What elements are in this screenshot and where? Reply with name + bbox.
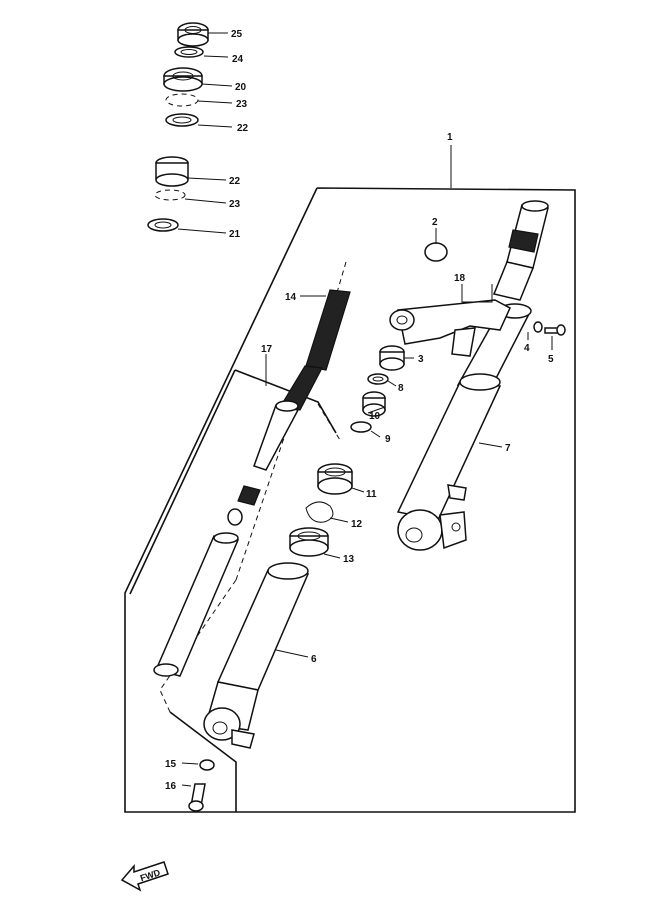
part-13-seal-ring — [289, 527, 329, 557]
label-6: 6 — [311, 654, 317, 665]
part-9-o-ring — [350, 421, 372, 433]
part-4-washer — [533, 321, 543, 333]
leader-lines-top — [177, 32, 233, 234]
fwd-arrow-icon: FWD — [120, 861, 169, 892]
label-4: 4 — [524, 343, 530, 354]
label-20: 20 — [235, 82, 247, 93]
label-9: 9 — [385, 434, 391, 445]
part-labels: 25 24 20 23 22 22 23 21 1 2 18 3 4 5 8 1… — [165, 29, 554, 792]
label-18: 18 — [454, 273, 466, 284]
label-14: 14 — [285, 292, 297, 303]
label-3: 3 — [418, 354, 424, 365]
label-11: 11 — [366, 489, 377, 500]
label-21: 21 — [229, 229, 241, 240]
part-5-bolt — [544, 324, 566, 336]
part-12-clip — [305, 501, 334, 523]
part-23-bearing-upper — [165, 93, 199, 107]
label-7: 7 — [505, 443, 511, 454]
label-23-lower: 23 — [229, 199, 241, 210]
part-11-oil-seal — [317, 463, 353, 495]
label-10: 10 — [369, 411, 381, 422]
label-16: 16 — [165, 781, 177, 792]
label-2: 2 — [432, 217, 438, 228]
part-6-left-outer-tube — [203, 562, 310, 749]
label-22-lower: 22 — [229, 176, 241, 187]
part-20-ball-race-cover — [163, 67, 203, 92]
part-22-race-upper — [165, 113, 199, 127]
part-24-washer — [174, 46, 204, 58]
label-15: 15 — [165, 759, 177, 770]
part-2-cap — [424, 242, 448, 262]
part-3-bushing — [379, 345, 405, 371]
label-5: 5 — [548, 354, 554, 365]
part-16-bolt — [188, 783, 206, 812]
label-8: 8 — [398, 383, 404, 394]
label-25: 25 — [231, 29, 243, 40]
label-1: 1 — [447, 132, 453, 143]
label-13: 13 — [343, 554, 355, 565]
part-25-ring-nut — [177, 22, 209, 47]
label-23-upper: 23 — [236, 99, 248, 110]
part-14-spring — [281, 289, 351, 411]
label-22-upper: 22 — [237, 123, 249, 134]
part-23-bearing-lower — [154, 189, 186, 201]
label-12: 12 — [351, 519, 363, 530]
part-21-dust-seal — [147, 218, 179, 232]
leader-lines-fork — [181, 228, 553, 787]
label-17: 17 — [261, 344, 273, 355]
left-inner-tube — [153, 532, 240, 677]
label-24: 24 — [232, 54, 244, 65]
part-7-right-fork — [396, 200, 549, 551]
part-10-plug — [362, 391, 386, 417]
part-18-bracket — [389, 299, 511, 357]
part-22-race-lower — [155, 156, 189, 187]
part-8-ring — [367, 373, 389, 385]
part-17-damper-rod — [227, 400, 300, 526]
part-15-washer — [199, 759, 215, 771]
